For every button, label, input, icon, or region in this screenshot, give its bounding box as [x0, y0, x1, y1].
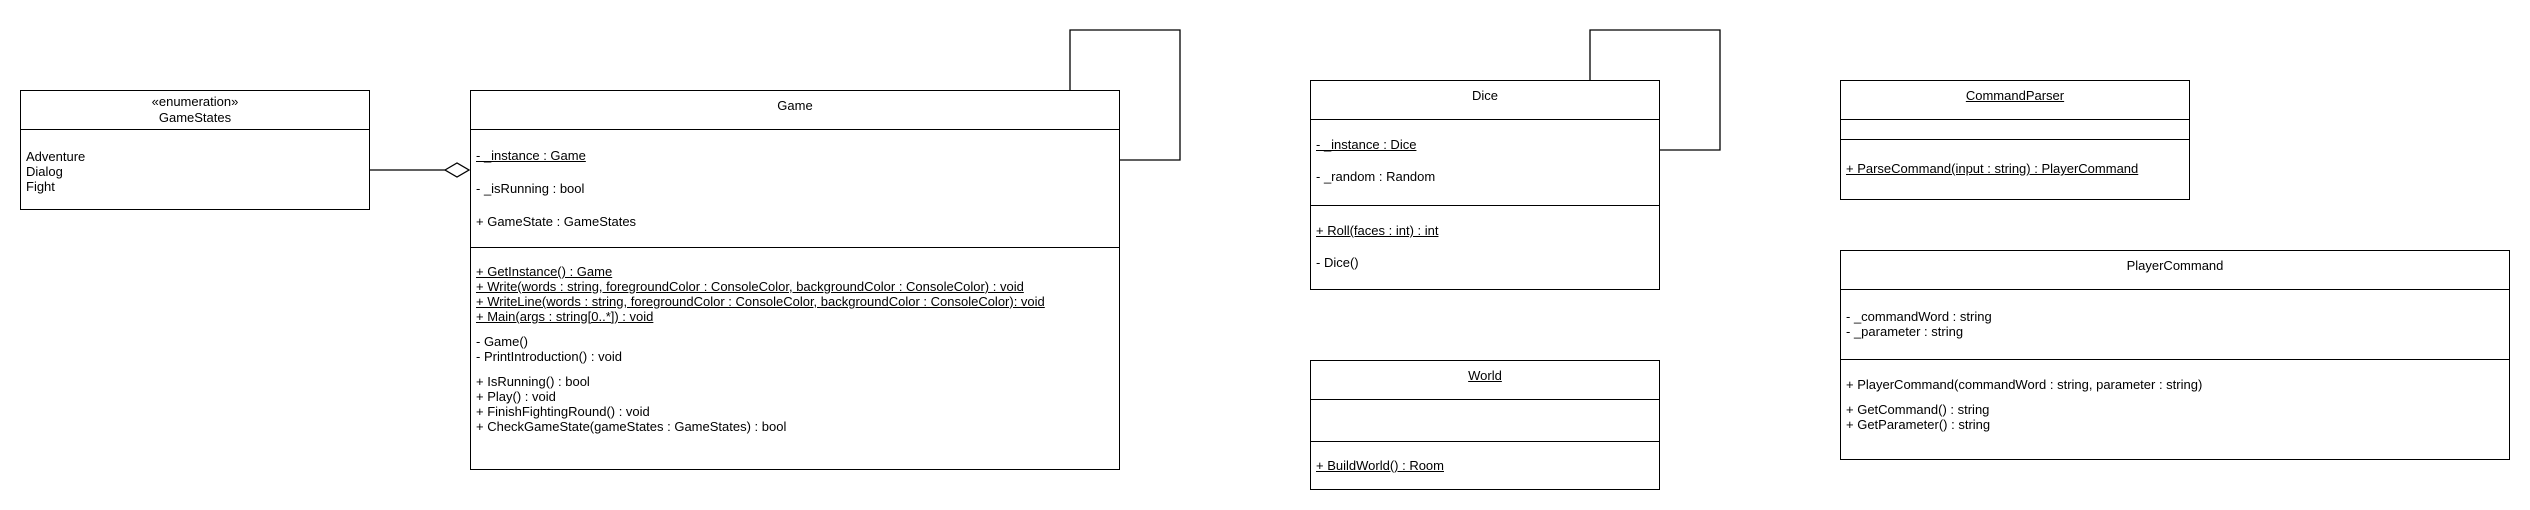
- stereotype-label: «enumeration»: [151, 94, 239, 109]
- operation: + WriteLine(words : string, foregroundCo…: [476, 294, 1045, 309]
- operation: + Write(words : string, foregroundColor …: [476, 279, 1024, 294]
- class-world[interactable]: World + BuildWorld() : Room: [1310, 360, 1660, 490]
- class-name: GameStates: [158, 110, 232, 125]
- operation: + ParseCommand(input : string) : PlayerC…: [1846, 161, 2139, 176]
- operation: - PrintIntroduction() : void: [476, 349, 622, 364]
- class-header: World: [1311, 361, 1659, 400]
- aggregation-diamond-icon: [443, 162, 471, 178]
- literals-section: Adventure Dialog Fight: [21, 129, 369, 209]
- operation: + IsRunning() : bool: [476, 374, 590, 389]
- operation: + BuildWorld() : Room: [1316, 458, 1444, 473]
- class-playercommand[interactable]: PlayerCommand - _commandWord : string - …: [1840, 250, 2510, 460]
- class-name: CommandParser: [1965, 88, 2065, 103]
- attribute: - _parameter : string: [1846, 324, 1964, 339]
- attribute: + GameState : GameStates: [476, 214, 637, 229]
- attribute: - _commandWord : string: [1846, 309, 1992, 324]
- operations-section: + PlayerCommand(commandWord : string, pa…: [1841, 359, 2509, 459]
- class-header: Dice: [1311, 81, 1659, 120]
- operation: + Play() : void: [476, 389, 556, 404]
- class-name: Game: [777, 98, 813, 113]
- operations-section: + BuildWorld() : Room: [1311, 441, 1659, 489]
- attribute: - _random : Random: [1316, 169, 1436, 184]
- attribute: - _isRunning : bool: [476, 181, 585, 196]
- attributes-section: - _instance : Game - _isRunning : bool +…: [471, 129, 1119, 248]
- operation: + Roll(faces : int) : int: [1316, 223, 1439, 238]
- attribute: - _instance : Game: [476, 148, 586, 163]
- operations-section: + GetInstance() : Game + Write(words : s…: [471, 247, 1119, 469]
- operation: + CheckGameState(gameStates : GameStates…: [476, 419, 787, 434]
- class-header: CommandParser: [1841, 81, 2189, 120]
- enum-literal: Adventure: [26, 149, 86, 164]
- operation: + Main(args : string[0..*]) : void: [476, 309, 654, 324]
- game-self-association[interactable]: [1069, 29, 1181, 161]
- enum-literal: Fight: [26, 179, 55, 194]
- class-dice[interactable]: Dice - _instance : Dice - _random : Rand…: [1310, 80, 1660, 290]
- operation: + FinishFightingRound() : void: [476, 404, 650, 419]
- attributes-section: - _commandWord : string - _parameter : s…: [1841, 289, 2509, 360]
- class-header: PlayerCommand: [1841, 251, 2509, 290]
- class-game[interactable]: Game - _instance : Game - _isRunning : b…: [470, 90, 1120, 470]
- attributes-section: - _instance : Dice - _random : Random: [1311, 119, 1659, 206]
- class-name: World: [1468, 368, 1502, 383]
- operation: - Game(): [476, 334, 528, 349]
- enum-literal: Dialog: [26, 164, 63, 179]
- class-commandparser[interactable]: CommandParser + ParseCommand(input : str…: [1840, 80, 2190, 200]
- attribute: - _instance : Dice: [1316, 137, 1417, 152]
- operations-section: + Roll(faces : int) : int - Dice(): [1311, 205, 1659, 289]
- operation: + GetParameter() : string: [1846, 417, 1991, 432]
- operation: + GetCommand() : string: [1846, 402, 1990, 417]
- attributes-section: [1841, 119, 2189, 140]
- dice-self-association[interactable]: [1589, 29, 1721, 151]
- operation: + PlayerCommand(commandWord : string, pa…: [1846, 377, 2203, 392]
- class-name: Dice: [1471, 88, 1498, 103]
- class-header: Game: [471, 91, 1119, 130]
- class-gamestates[interactable]: «enumeration» GameStates Adventure Dialo…: [20, 90, 370, 210]
- attributes-section: [1311, 399, 1659, 442]
- class-name: PlayerCommand: [2126, 258, 2224, 273]
- operation: + GetInstance() : Game: [476, 264, 613, 279]
- class-header: «enumeration» GameStates: [21, 91, 369, 130]
- operations-section: + ParseCommand(input : string) : PlayerC…: [1841, 139, 2189, 199]
- operation: - Dice(): [1316, 255, 1359, 270]
